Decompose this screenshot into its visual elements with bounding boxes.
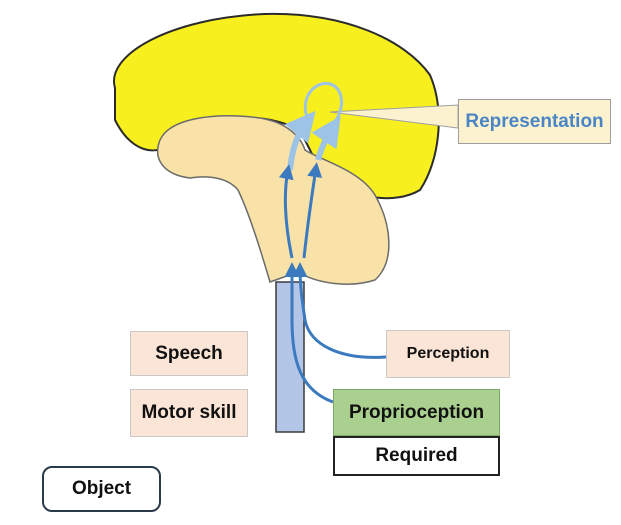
proprioception-pathway (284, 262, 334, 404)
required-label: Required (333, 436, 500, 476)
speech-label: Speech (130, 331, 248, 376)
representation-label: Representation (458, 99, 611, 144)
object-label: Object (42, 466, 161, 512)
motor-skill-label: Motor skill (130, 389, 248, 437)
perception-label: Perception (386, 330, 510, 378)
brainstem-shape (275, 281, 305, 433)
inner-brain-shape (156, 115, 390, 285)
representation-loop (303, 81, 343, 127)
light-arrow-right (311, 116, 341, 161)
proprioception-label: Proprioception (333, 389, 500, 436)
perception-pathway (292, 262, 387, 359)
pathway-arrow-right (302, 162, 323, 259)
pathway-arrow-left (278, 164, 294, 259)
